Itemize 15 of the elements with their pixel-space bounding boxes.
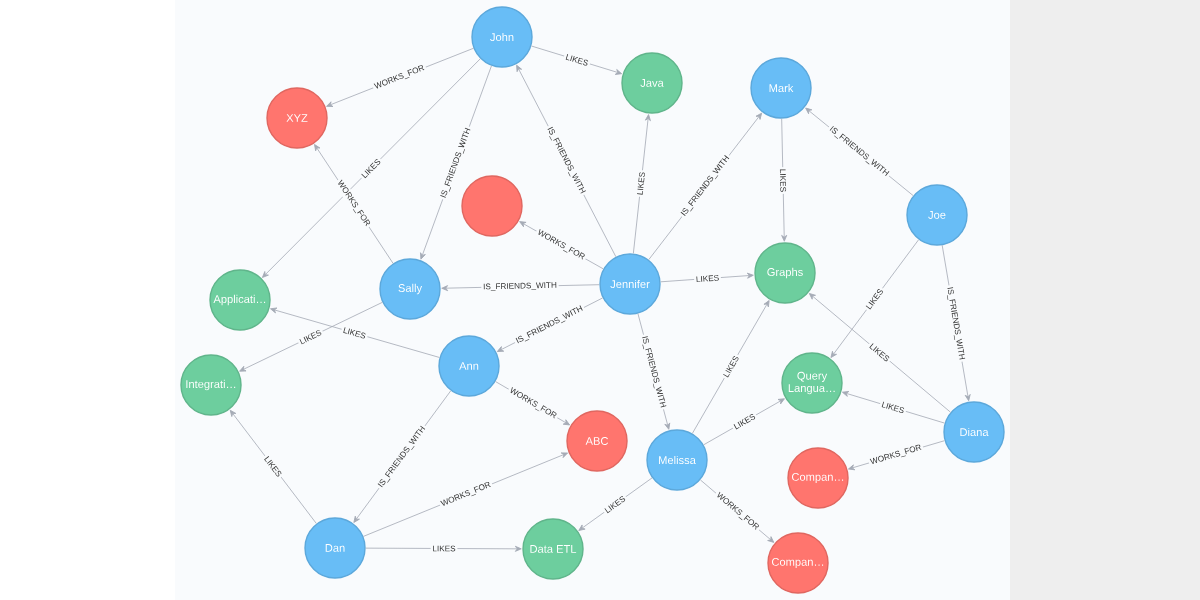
edge-label: LIKES bbox=[634, 169, 648, 198]
edge-label: LIKES bbox=[778, 167, 788, 194]
arrow bbox=[830, 239, 920, 358]
arrow bbox=[270, 307, 440, 358]
edge-label: LIKES bbox=[340, 324, 369, 342]
arrow bbox=[239, 301, 383, 372]
edge-label: LIKES bbox=[878, 399, 908, 416]
edge-label: LIKES bbox=[430, 543, 458, 554]
arrow bbox=[365, 545, 522, 552]
edge-label: LIKES bbox=[562, 51, 592, 69]
arrow bbox=[262, 58, 481, 278]
arrow bbox=[808, 293, 951, 413]
edge-label: LIKES bbox=[693, 272, 722, 285]
arrow bbox=[632, 114, 651, 254]
arrow bbox=[691, 300, 770, 434]
